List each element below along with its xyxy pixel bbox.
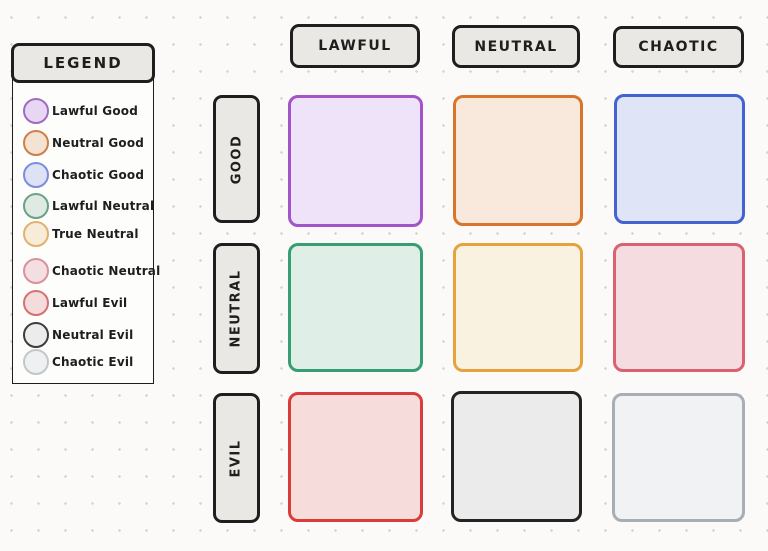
cell-lawful-good[interactable]	[288, 95, 423, 227]
chaotic-good-color-circle	[23, 162, 49, 188]
cell-true-neutral[interactable]	[453, 243, 583, 372]
legend-title: LEGEND	[43, 54, 123, 72]
legend-panel[interactable]: Lawful Good Neutral Good Chaotic Good La…	[12, 62, 160, 384]
cell-lawful-evil[interactable]	[288, 392, 423, 522]
cell-neutral-evil[interactable]	[451, 391, 582, 522]
cell-chaotic-good[interactable]	[614, 94, 745, 224]
legend-item-label: Chaotic Evil	[52, 355, 134, 369]
column-header-lawful[interactable]: LAWFUL	[290, 24, 420, 68]
chaotic-evil-color-circle	[23, 349, 49, 375]
legend-item-label: Neutral Evil	[52, 328, 134, 342]
column-header-chaotic[interactable]: CHAOTIC	[613, 26, 744, 68]
row-header-label: NEUTRAL	[229, 269, 245, 348]
legend-item-neutral-evil[interactable]: Neutral Evil	[23, 322, 133, 348]
legend-item-label: Chaotic Good	[52, 168, 145, 182]
legend-title-box[interactable]: LEGEND	[11, 43, 155, 83]
row-header-neutral[interactable]: NEUTRAL	[213, 243, 260, 374]
column-header-label: NEUTRAL	[474, 38, 558, 55]
cell-lawful-neutral[interactable]	[288, 243, 423, 372]
lawful-good-color-circle	[23, 98, 49, 124]
legend-item-chaotic-evil[interactable]: Chaotic Evil	[23, 349, 133, 375]
legend-item-true-neutral[interactable]: True Neutral	[23, 221, 139, 247]
legend-item-label: Lawful Neutral	[52, 199, 155, 213]
legend-item-neutral-good[interactable]: Neutral Good	[23, 130, 144, 156]
legend-item-chaotic-neutral[interactable]: Chaotic Neutral	[23, 258, 160, 284]
legend-item-label: True Neutral	[52, 227, 139, 241]
legend-item-chaotic-good[interactable]: Chaotic Good	[23, 162, 144, 188]
cell-neutral-good[interactable]	[453, 95, 583, 226]
neutral-evil-color-circle	[23, 322, 49, 348]
chaotic-neutral-color-circle	[23, 258, 49, 284]
legend-item-label: Chaotic Neutral	[52, 264, 161, 278]
legend-item-lawful-neutral[interactable]: Lawful Neutral	[23, 193, 154, 219]
column-header-label: CHAOTIC	[638, 39, 719, 55]
legend-item-label: Lawful Evil	[52, 296, 128, 310]
lawful-neutral-color-circle	[23, 193, 49, 219]
column-header-label: LAWFUL	[318, 38, 392, 54]
cell-chaotic-neutral[interactable]	[613, 243, 745, 372]
legend-item-lawful-good[interactable]: Lawful Good	[23, 98, 138, 124]
row-header-label: EVIL	[229, 438, 244, 478]
true-neutral-color-circle	[23, 221, 49, 247]
cell-chaotic-evil[interactable]	[612, 393, 745, 522]
legend-item-label: Neutral Good	[52, 136, 145, 150]
legend-item-label: Lawful Good	[52, 104, 139, 118]
lawful-evil-color-circle	[23, 290, 49, 316]
neutral-good-color-circle	[23, 130, 49, 156]
row-header-good[interactable]: GOOD	[213, 95, 260, 223]
column-header-neutral[interactable]: NEUTRAL	[452, 25, 580, 68]
legend-item-lawful-evil[interactable]: Lawful Evil	[23, 290, 127, 316]
row-header-label: GOOD	[229, 134, 245, 184]
row-header-evil[interactable]: EVIL	[213, 393, 260, 523]
